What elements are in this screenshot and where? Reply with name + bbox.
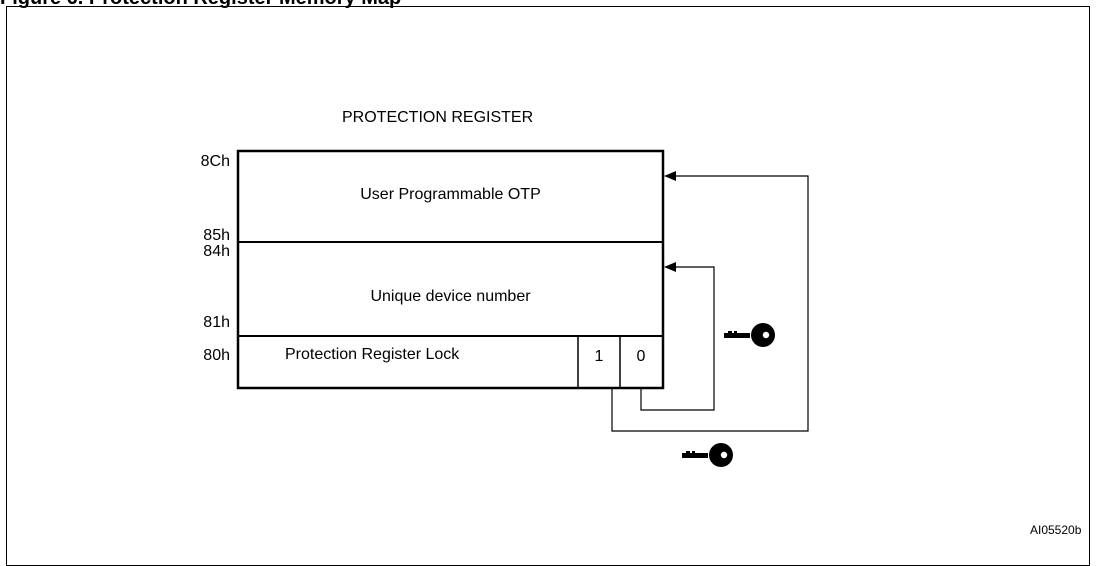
bit0-arrowhead [664,262,676,272]
figure-id: AI05520b [1030,523,1082,537]
bit1-arrowhead [664,171,676,181]
otp-block-label: User Programmable OTP [360,186,541,203]
register-outline [236,149,665,390]
register-title: PROTECTION REGISTER [342,109,534,126]
lock-bit-1: 1 [594,348,604,365]
figure-caption-strip: Figure 6. Protection Register Memory Map [0,0,1100,10]
lock-block-label: Protection Register Lock [285,346,460,363]
address-label-80h: 80h [203,347,230,364]
lock-bit-0: 0 [636,348,646,365]
key-icon [682,443,733,467]
key-icon [724,323,775,347]
unique-number-block-label: Unique device number [370,288,531,305]
address-label-8ch: 8Ch [200,153,230,170]
address-label-81h: 81h [203,314,230,331]
figure-caption: Figure 6. Protection Register Memory Map [0,0,401,10]
address-label-85h: 85h [203,227,230,244]
bit1-lock-connector [611,175,809,432]
address-label-84h: 84h [203,243,230,260]
bit0-lock-connector [640,266,715,411]
